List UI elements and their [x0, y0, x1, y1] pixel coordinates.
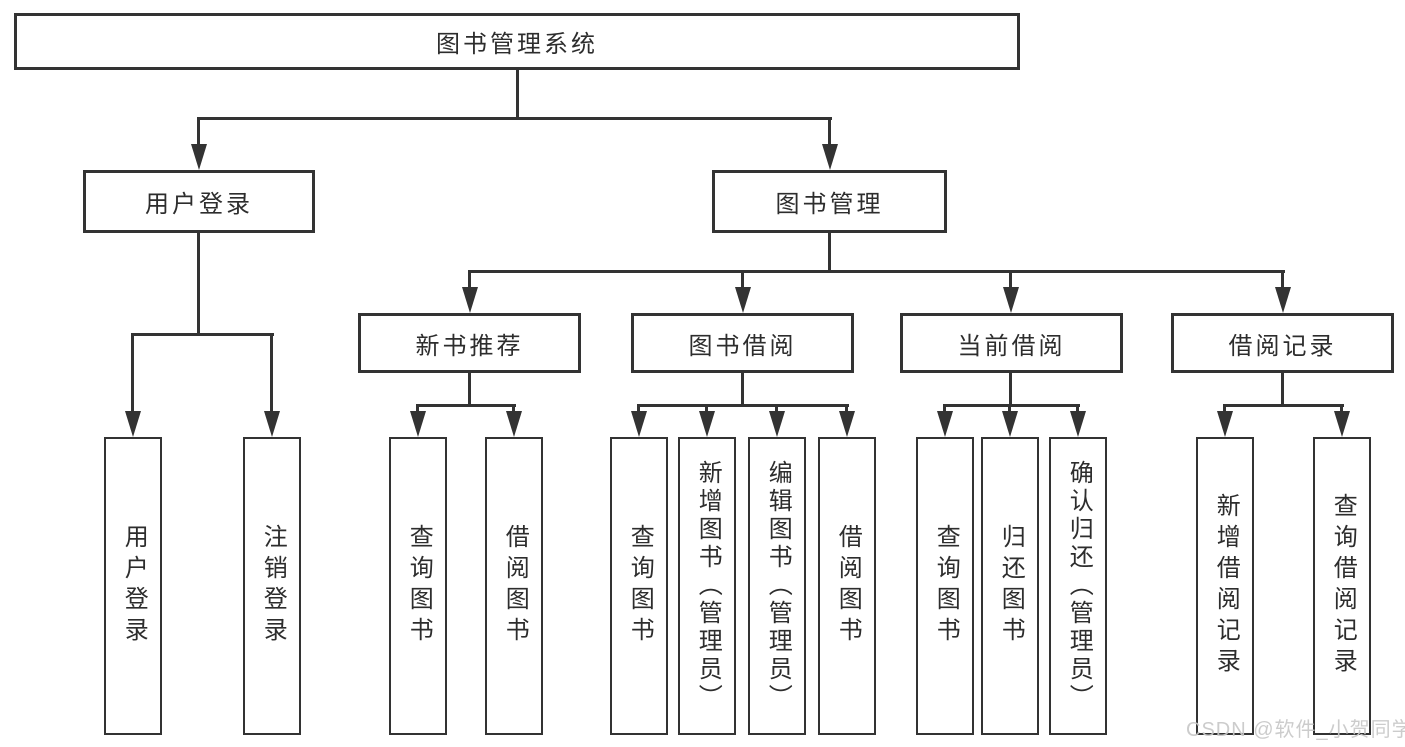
- node-book-management: 图书管理: [712, 170, 947, 233]
- connector-line: [637, 404, 640, 413]
- connector-line: [1223, 404, 1226, 413]
- connector-line: [197, 233, 200, 336]
- node-current-borrow: 当前借阅: [900, 313, 1123, 373]
- arrow-down-icon: [769, 411, 785, 437]
- arrow-down-icon: [1070, 411, 1086, 437]
- connector-line: [131, 333, 134, 412]
- connector-line: [828, 117, 831, 145]
- arrow-down-icon: [631, 411, 647, 437]
- arrow-down-icon: [191, 144, 207, 170]
- leaf-borrow-edit-book-admin: 编辑图书（管理员）: [748, 437, 806, 735]
- connector-line: [516, 70, 519, 118]
- arrow-down-icon: [462, 287, 478, 313]
- arrow-down-icon: [735, 287, 751, 313]
- leaf-recommend-borrow-book: 借阅图书: [485, 437, 543, 735]
- arrow-down-icon: [937, 411, 953, 437]
- connector-line: [741, 270, 744, 288]
- connector-line: [270, 333, 273, 412]
- connector-line: [943, 404, 946, 413]
- connector-line: [468, 270, 1285, 273]
- node-user-login: 用户登录: [83, 170, 315, 233]
- arrow-down-icon: [699, 411, 715, 437]
- connector-line: [845, 404, 848, 413]
- node-new-book-recommend: 新书推荐: [358, 313, 581, 373]
- arrow-down-icon: [822, 144, 838, 170]
- arrow-down-icon: [1334, 411, 1350, 437]
- leaf-logout: 注销登录: [243, 437, 301, 735]
- arrow-down-icon: [839, 411, 855, 437]
- node-root: 图书管理系统: [14, 13, 1020, 70]
- watermark: CSDN @软件_小贺同学: [1186, 719, 1405, 741]
- leaf-current-query-book: 查询图书: [916, 437, 974, 735]
- connector-line: [943, 404, 1080, 407]
- node-book-borrow: 图书借阅: [631, 313, 854, 373]
- leaf-recommend-query-book: 查询图书: [389, 437, 447, 735]
- leaf-records-query-record: 查询借阅记录: [1313, 437, 1371, 735]
- leaf-borrow-query-book: 查询图书: [610, 437, 668, 735]
- arrow-down-icon: [410, 411, 426, 437]
- arrow-down-icon: [1217, 411, 1233, 437]
- connector-line: [468, 373, 471, 407]
- arrow-down-icon: [125, 411, 141, 437]
- leaf-borrow-add-book-admin: 新增图书（管理员）: [678, 437, 736, 735]
- connector-line: [1281, 373, 1284, 407]
- connector-line: [828, 233, 831, 272]
- arrow-down-icon: [506, 411, 522, 437]
- connector-line: [1009, 373, 1012, 407]
- leaf-user-login: 用户登录: [104, 437, 162, 735]
- connector-line: [468, 270, 471, 288]
- connector-line: [775, 404, 778, 413]
- connector-line: [637, 404, 849, 407]
- connector-line: [416, 404, 516, 407]
- connector-line: [705, 404, 708, 413]
- leaf-borrow-borrow-book: 借阅图书: [818, 437, 876, 735]
- connector-line: [197, 117, 200, 145]
- arrow-down-icon: [1003, 287, 1019, 313]
- arrow-down-icon: [1275, 287, 1291, 313]
- leaf-records-add-record: 新增借阅记录: [1196, 437, 1254, 735]
- connector-line: [1076, 404, 1079, 413]
- connector-line: [1223, 404, 1344, 407]
- connector-line: [1281, 270, 1284, 288]
- connector-line: [131, 333, 274, 336]
- connector-line: [512, 404, 515, 413]
- connector-line: [1009, 270, 1012, 288]
- connector-line: [416, 404, 419, 413]
- connector-line: [1008, 404, 1011, 413]
- leaf-current-confirm-return-admin: 确认归还（管理员）: [1049, 437, 1107, 735]
- arrow-down-icon: [264, 411, 280, 437]
- node-borrow-records: 借阅记录: [1171, 313, 1394, 373]
- connector-line: [741, 373, 744, 407]
- connector-line: [197, 117, 832, 120]
- arrow-down-icon: [1002, 411, 1018, 437]
- connector-line: [1340, 404, 1343, 413]
- leaf-current-return-book: 归还图书: [981, 437, 1039, 735]
